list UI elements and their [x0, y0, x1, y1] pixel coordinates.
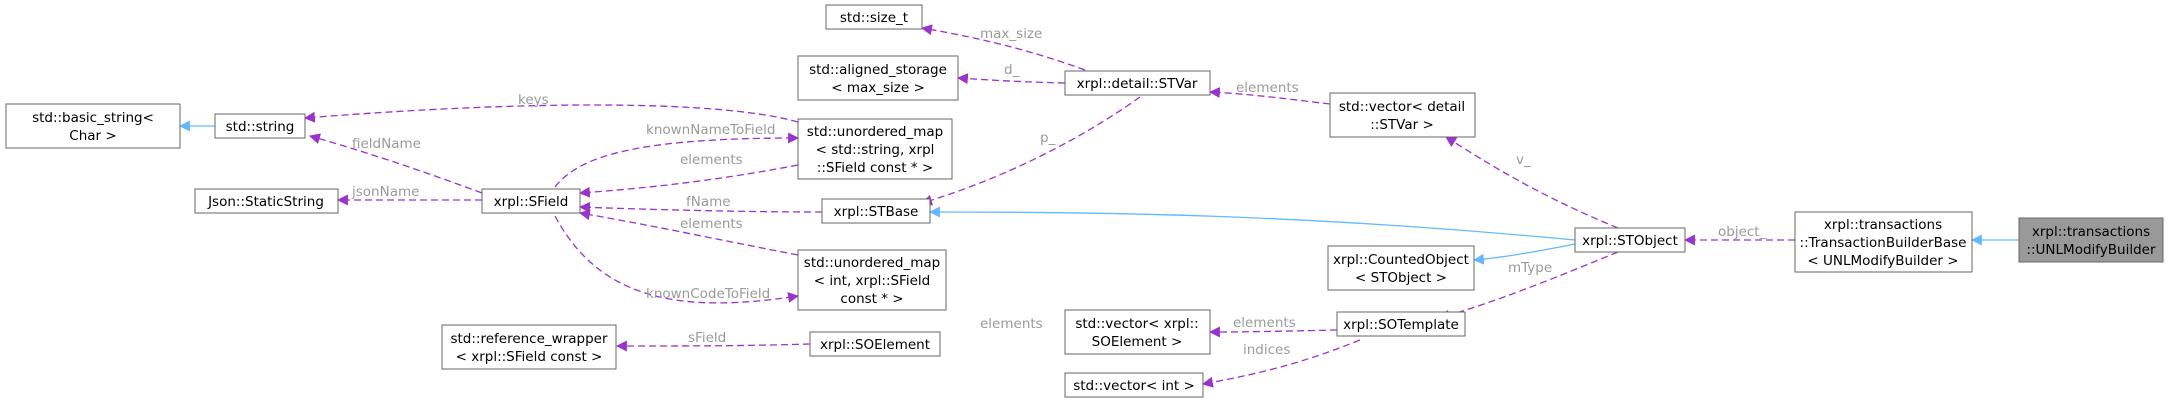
node-unordered-map-int[interactable]: std::unordered_map < int, xrpl::SField c… — [797, 249, 947, 311]
node-reference-wrapper[interactable]: std::reference_wrapper < xrpl::SField co… — [441, 324, 617, 370]
node-unordered-map-int-line3: const * > — [840, 291, 903, 307]
edge-elements-stvar — [1208, 87, 1331, 105]
node-reference-wrapper-line2: < xrpl::SField const > — [456, 349, 603, 365]
node-soelement[interactable]: xrpl::SOElement — [809, 331, 941, 357]
edge-label-knownNameToField: knownNameToField — [646, 122, 775, 138]
edge-label-keys: keys — [518, 92, 549, 108]
edge-fieldName — [308, 133, 483, 194]
node-reference-wrapper-line1: std::reference_wrapper — [450, 331, 608, 347]
edge-p_ — [920, 96, 1141, 206]
node-transaction-builder-base-line3: < UNLModifyBuilder > — [1807, 253, 1958, 269]
edge-stobject-to-stbase — [928, 206, 1576, 241]
node-static-string-line1: Json::StaticString — [207, 194, 324, 210]
node-counted-object[interactable]: xrpl::CountedObject < STObject > — [1327, 245, 1475, 291]
node-unordered-map-int-line2: < int, xrpl::SField — [814, 273, 930, 289]
edge-knownCodeToField — [554, 215, 800, 304]
edge-label-elements-soelement: elements — [980, 316, 1043, 332]
edge-label-d_: d_ — [1004, 62, 1020, 78]
node-soelement-line1: xrpl::SOElement — [820, 337, 930, 353]
node-unordered-map-string-line1: std::unordered_map — [807, 124, 943, 140]
node-stbase-line1: xrpl::STBase — [834, 204, 919, 220]
edge-fName — [578, 201, 823, 213]
edge-elements-soelement — [1208, 326, 1338, 338]
edge-knownNameToField — [554, 132, 800, 188]
node-counted-object-line2: < STObject > — [1355, 270, 1447, 286]
edges — [178, 24, 2019, 388]
edge-elements-umap-int — [578, 209, 799, 256]
node-vector-int[interactable]: std::vector< int > — [1064, 372, 1204, 398]
node-sfield[interactable]: xrpl::SField — [481, 188, 581, 214]
node-string-line1: std::string — [226, 119, 295, 135]
node-stobject-line1: xrpl::STObject — [1582, 233, 1678, 249]
edge-label-knownCodeToField: knownCodeToField — [646, 286, 770, 302]
node-unl-modify-builder-line2: ::UNLModifyBuilder — [2026, 242, 2156, 258]
node-vector-stvar-line2: ::STVar > — [1370, 117, 1434, 133]
edge-label-jsonName: jsonName — [351, 184, 419, 200]
node-unordered-map-int-line1: std::unordered_map — [804, 255, 940, 271]
node-sfield-line1: xrpl::SField — [494, 194, 569, 210]
edge-label-p_: p_ — [1040, 130, 1056, 146]
edge-label-fieldName: fieldName — [352, 136, 421, 152]
node-size-t[interactable]: std::size_t — [825, 4, 923, 30]
node-aligned-storage-line1: std::aligned_storage — [809, 62, 947, 78]
node-unl-modify-builder[interactable]: xrpl::transactions ::UNLModifyBuilder — [2018, 217, 2164, 263]
edge-label-v_: v_ — [1516, 152, 1531, 168]
node-transaction-builder-base-line1: xrpl::transactions — [1824, 217, 1942, 233]
edge-labels: keys fieldName jsonName sField knownName… — [351, 26, 1767, 358]
node-vector-stvar-line1: std::vector< detail — [1339, 99, 1465, 115]
node-stvar-line1: xrpl::detail::STVar — [1077, 76, 1198, 92]
node-basic-string-line1: std::basic_string< — [32, 110, 154, 126]
node-unl-modify-builder-line1: xrpl::transactions — [2032, 224, 2150, 240]
node-transaction-builder-base[interactable]: xrpl::transactions ::TransactionBuilderB… — [1794, 211, 1973, 273]
node-stvar[interactable]: xrpl::detail::STVar — [1064, 70, 1211, 96]
node-vector-stvar[interactable]: std::vector< detail ::STVar > — [1329, 92, 1476, 138]
node-vector-soelement-line1: std::vector< xrpl:: — [1075, 316, 1198, 332]
edge-label-sField: sField — [688, 330, 726, 346]
node-counted-object-line1: xrpl::CountedObject — [1333, 252, 1469, 268]
edge-v_ — [1445, 136, 1619, 229]
edge-label-elements-stvar: elements — [1236, 80, 1299, 96]
edge-label-indices: indices — [1243, 342, 1290, 358]
edge-label-elements-sotemplate: elements — [1233, 315, 1296, 331]
edge-label-max_size: max_size — [980, 26, 1042, 42]
node-stbase[interactable]: xrpl::STBase — [821, 198, 931, 224]
node-unordered-map-string-line3: ::SField const * > — [817, 160, 933, 176]
edge-d_ — [956, 73, 1066, 85]
node-size-t-line1: std::size_t — [840, 10, 908, 26]
node-stobject[interactable]: xrpl::STObject — [1574, 227, 1686, 253]
node-aligned-storage-line2: < max_size > — [831, 80, 925, 96]
nodes: std::basic_string< Char > std::string Js… — [5, 4, 2164, 398]
edge-label-mType: mType — [1508, 260, 1552, 276]
edge-elements-umap-string — [578, 164, 799, 198]
node-static-string[interactable]: Json::StaticString — [194, 188, 339, 214]
edge-label-elements-umap-int: elements — [680, 216, 743, 232]
edge-indices — [1201, 339, 1361, 388]
node-vector-int-line1: std::vector< int > — [1073, 378, 1195, 394]
node-unordered-map-string-line2: < std::string, xrpl — [816, 142, 935, 158]
node-unordered-map-string[interactable]: std::unordered_map < std::string, xrpl :… — [797, 118, 953, 180]
edge-sField — [615, 340, 811, 352]
node-string[interactable]: std::string — [214, 113, 306, 139]
edge-max_size — [920, 24, 1086, 71]
node-vector-soelement[interactable]: std::vector< xrpl:: SOElement > — [1064, 309, 1211, 355]
node-aligned-storage[interactable]: std::aligned_storage < max_size > — [797, 55, 959, 101]
node-vector-soelement-line2: SOElement > — [1092, 334, 1183, 350]
edge-stobject-to-counted — [1472, 243, 1576, 265]
edge-keys — [303, 104, 799, 123]
node-sotemplate-line1: xrpl::SOTemplate — [1343, 317, 1459, 333]
node-basic-string[interactable]: std::basic_string< Char > — [5, 103, 181, 149]
node-transaction-builder-base-line2: ::TransactionBuilderBase — [1800, 235, 1967, 251]
edge-label-fName: fName — [686, 194, 731, 210]
node-basic-string-line2: Char > — [69, 128, 116, 144]
edge-label-elements-umap-string: elements — [680, 152, 743, 168]
edge-label-object_: object_ — [1718, 224, 1767, 240]
node-sotemplate[interactable]: xrpl::SOTemplate — [1336, 311, 1466, 337]
